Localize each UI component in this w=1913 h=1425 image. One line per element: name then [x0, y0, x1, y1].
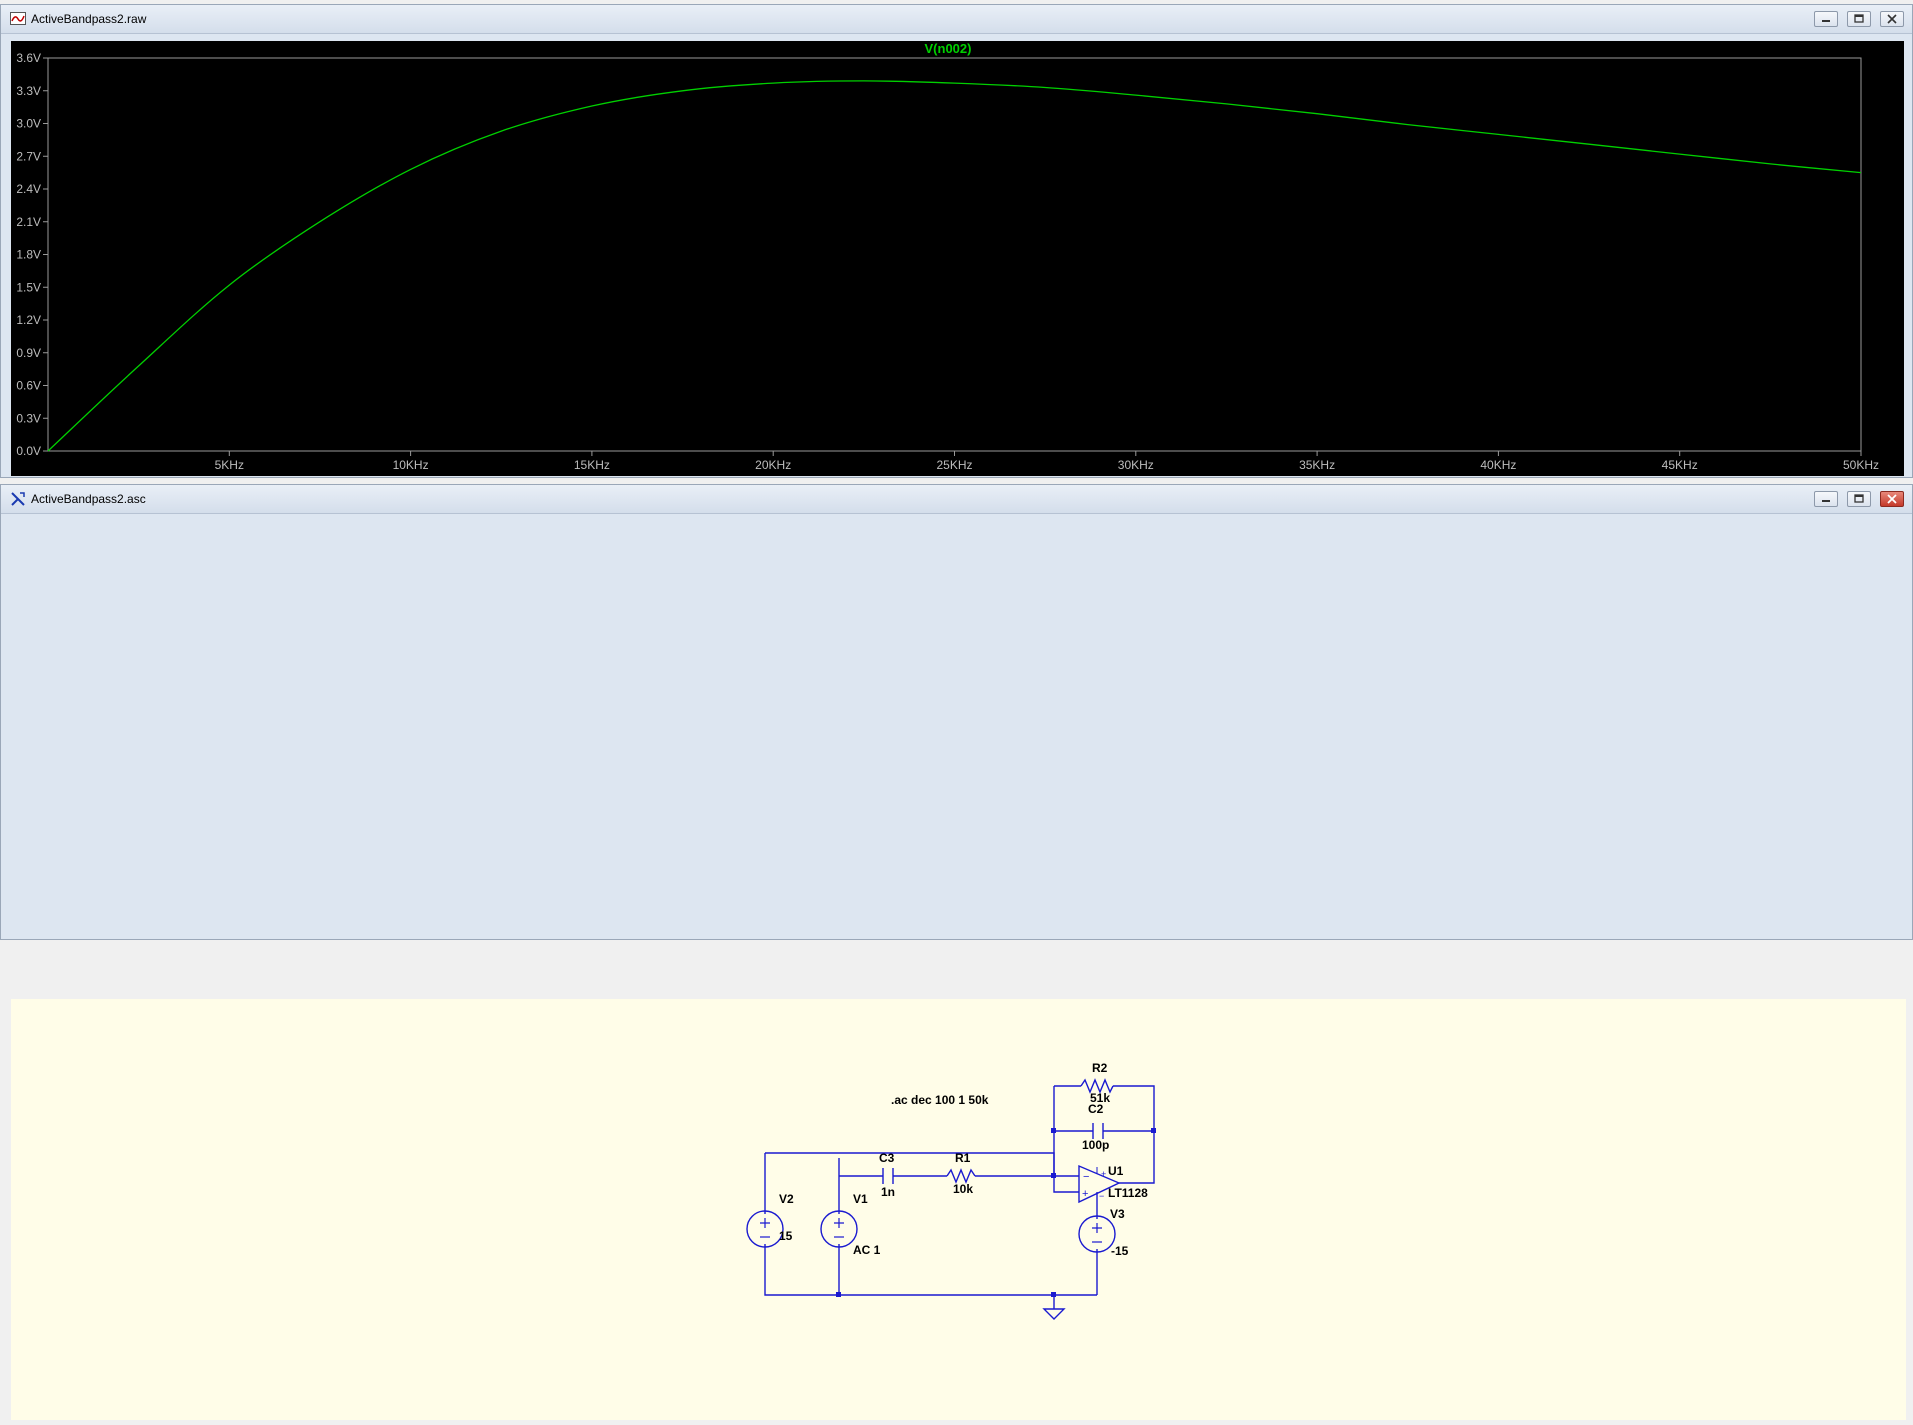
y-tick-label: 3.0V — [16, 117, 41, 131]
x-tick-label: 20KHz — [755, 458, 791, 472]
minimize-button[interactable] — [1814, 11, 1838, 27]
y-tick-label: 2.7V — [16, 149, 41, 163]
y-tick-label: 1.2V — [16, 313, 41, 327]
v1-value[interactable]: AC 1 — [853, 1243, 881, 1257]
minimize-icon — [1822, 500, 1830, 502]
close-icon — [1887, 494, 1897, 504]
plot-ticks: 0.0V 0.3V 0.6V 0.9V 1.2V 1.5V 1.8V 2.1V 2.4V 2.7V… — [16, 51, 1879, 472]
x-tick-label: 35KHz — [1299, 458, 1335, 472]
c2-value[interactable]: 100p — [1082, 1138, 1109, 1152]
v3-value[interactable]: -15 — [1111, 1244, 1129, 1258]
plot-axes — [47, 57, 1862, 452]
r2-name[interactable]: R2 — [1092, 1061, 1108, 1075]
waveform-app-icon — [10, 11, 26, 27]
x-tick-label: 25KHz — [936, 458, 972, 472]
restore-icon — [1854, 14, 1864, 23]
x-tick-label: 50KHz — [1843, 458, 1879, 472]
u1-name[interactable]: U1 — [1108, 1164, 1124, 1178]
x-tick-label: 10KHz — [393, 458, 429, 472]
r1-value[interactable]: 10k — [953, 1182, 973, 1196]
plot-frame — [47, 57, 1862, 452]
schematic-drawing[interactable]: − + + − .ac dec 100 1 50k R2 51k C2 100p… — [11, 999, 1906, 1420]
x-tick-label: 40KHz — [1480, 458, 1516, 472]
y-tick-label: 1.5V — [16, 280, 41, 294]
c2-name[interactable]: C2 — [1088, 1102, 1104, 1116]
voltage-source-v2[interactable] — [746, 1210, 784, 1248]
c3-name[interactable]: C3 — [879, 1151, 895, 1165]
y-tick-label: 0.6V — [16, 379, 41, 393]
c3-value[interactable]: 1n — [881, 1185, 895, 1199]
v2-value[interactable]: 15 — [779, 1229, 793, 1243]
y-tick-label: 0.3V — [16, 411, 41, 425]
opamp-plus-sign: + — [1082, 1188, 1088, 1200]
maximize-button[interactable] — [1847, 11, 1871, 27]
resistor-r1[interactable] — [946, 1168, 976, 1184]
y-tick-label: 1.8V — [16, 248, 41, 262]
voltage-source-v3[interactable] — [1078, 1215, 1116, 1253]
waveform-window-title: ActiveBandpass2.raw — [31, 12, 147, 26]
spice-directive[interactable]: .ac dec 100 1 50k — [891, 1093, 989, 1107]
capacitor-c3[interactable] — [882, 1168, 894, 1184]
x-tick-label: 30KHz — [1118, 458, 1154, 472]
trace-label[interactable]: V(n002) — [925, 41, 972, 56]
opamp-vplus-sign: + — [1101, 1169, 1106, 1179]
r1-name[interactable]: R1 — [955, 1151, 971, 1165]
y-tick-label: 0.9V — [16, 346, 41, 360]
v2-name[interactable]: V2 — [779, 1192, 794, 1206]
close-icon — [1887, 14, 1897, 24]
schematic-window-title: ActiveBandpass2.asc — [31, 492, 146, 506]
y-tick-label: 0.0V — [16, 444, 41, 458]
restore-icon — [1854, 494, 1864, 503]
y-tick-label: 2.4V — [16, 182, 41, 196]
waveform-titlebar[interactable]: ActiveBandpass2.raw — [1, 5, 1912, 34]
schematic-app-icon — [10, 491, 26, 507]
waveform-chart[interactable]: V(n002) 0.0V 0.3V 0.6V 0.9V 1.2V 1.5V 1.8V 2.1V… — [11, 41, 1904, 476]
close-button[interactable] — [1880, 11, 1904, 27]
schematic-window: ActiveBandpass2.asc — [0, 484, 1913, 1420]
capacitor-c2[interactable] — [1092, 1123, 1104, 1139]
opamp-vminus-sign: − — [1099, 1191, 1104, 1201]
schematic-titlebar[interactable]: ActiveBandpass2.asc — [1, 485, 1912, 514]
y-tick-label: 3.3V — [16, 84, 41, 98]
x-tick-label: 45KHz — [1662, 458, 1698, 472]
u1-value[interactable]: LT1128 — [1108, 1186, 1148, 1200]
x-tick-label: 15KHz — [574, 458, 610, 472]
maximize-button[interactable] — [1847, 491, 1871, 507]
ground-icon[interactable] — [1042, 1308, 1066, 1320]
schematic-canvas[interactable]: − + + − .ac dec 100 1 50k R2 51k C2 100p… — [11, 999, 1906, 1420]
opamp-minus-sign: − — [1083, 1171, 1089, 1183]
v3-name[interactable]: V3 — [1110, 1207, 1125, 1221]
trace-line-vn002[interactable] — [47, 80, 1862, 452]
x-tick-label: 5KHz — [215, 458, 244, 472]
v1-name[interactable]: V1 — [853, 1192, 868, 1206]
close-button[interactable] — [1880, 491, 1904, 507]
voltage-source-v1[interactable] — [820, 1210, 858, 1248]
y-tick-label: 3.6V — [16, 51, 41, 65]
waveform-window: ActiveBandpass2.raw V(n002) 0.0V 0.3V 0.6V… — [0, 4, 1913, 478]
minimize-button[interactable] — [1814, 491, 1838, 507]
y-tick-label: 2.1V — [16, 215, 41, 229]
plot-area[interactable]: V(n002) 0.0V 0.3V 0.6V 0.9V 1.2V 1.5V 1.8V 2.1V… — [11, 41, 1904, 476]
minimize-icon — [1822, 20, 1830, 22]
wires[interactable] — [764, 1085, 1155, 1309]
